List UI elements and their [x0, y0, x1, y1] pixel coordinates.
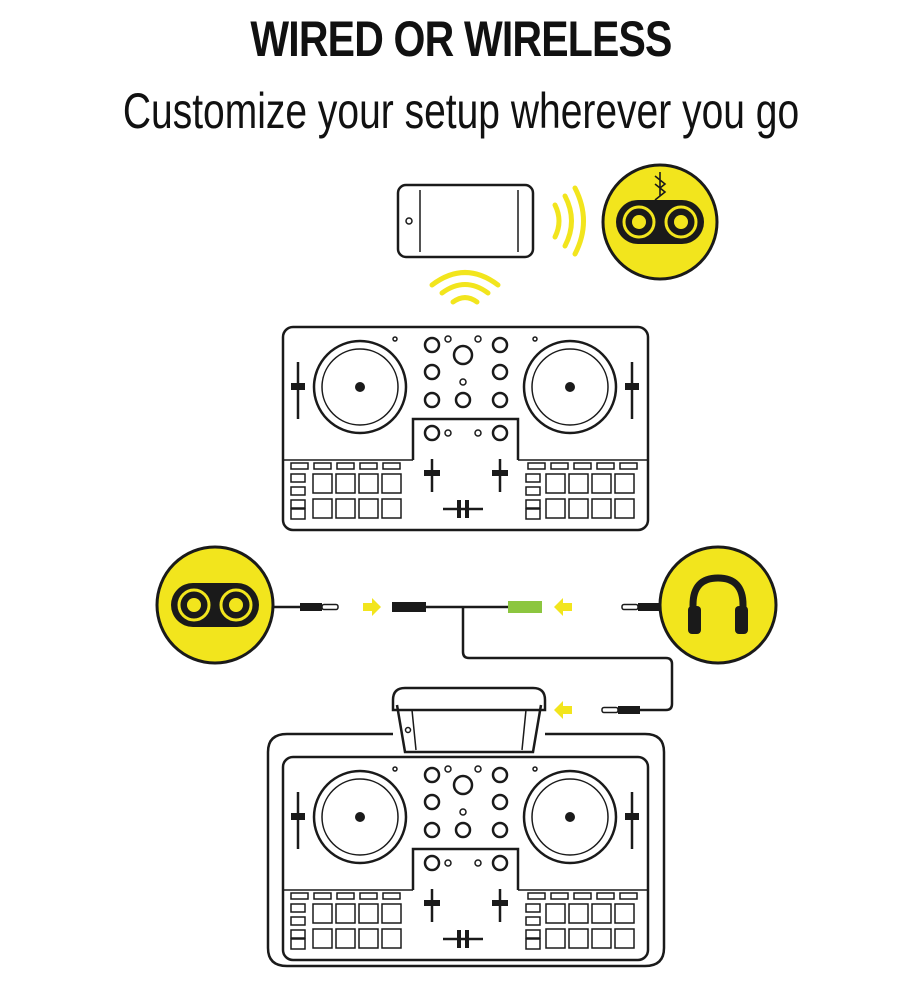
- headphones-icon: [689, 574, 747, 628]
- dj-controller-icon: [281, 325, 650, 532]
- smartphone-icon: [396, 183, 535, 259]
- speaker-icon: [169, 581, 261, 629]
- arrow-icon: [363, 598, 381, 616]
- adapter: [508, 601, 542, 613]
- headphones-badge: [658, 545, 778, 665]
- bluetooth-icon: [654, 172, 667, 201]
- tablet-icon: [391, 686, 547, 754]
- page-title: WIRED OR WIRELESS: [250, 11, 672, 67]
- wireless-signal-icon: [429, 185, 586, 305]
- wired-speaker-badge: [155, 545, 275, 665]
- speaker-icon: [614, 198, 706, 246]
- dj-controller-icon: [281, 755, 650, 962]
- page-subtitle: Customize your setup wherever you go: [122, 83, 800, 139]
- cable-diagram: [272, 598, 674, 719]
- controller-case: [266, 732, 666, 968]
- bluetooth-speaker-badge: [601, 163, 719, 281]
